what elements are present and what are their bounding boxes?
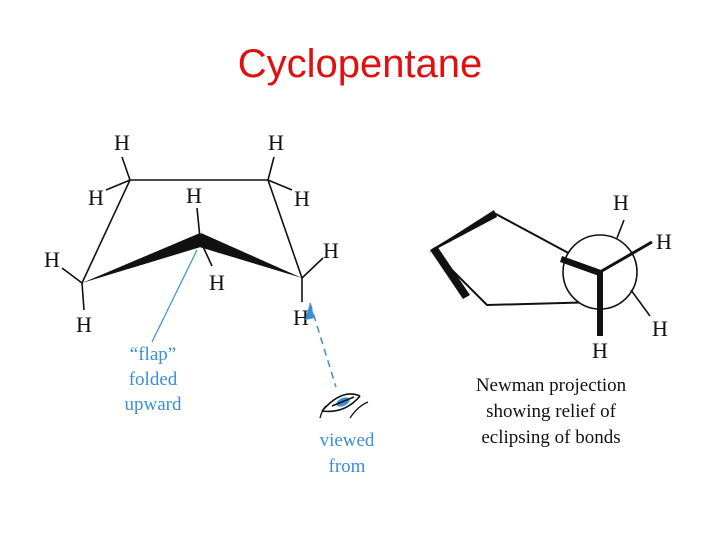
hydrogen-label: H (76, 312, 92, 337)
page-title: Cyclopentane (237, 42, 483, 86)
ch-bond (301, 257, 324, 279)
hydrogen-label: H (88, 185, 104, 210)
hydrogen-label: H (268, 130, 284, 155)
newman-projection: H H H H (429, 190, 672, 363)
viewer-label-line: from (329, 456, 366, 477)
newman-label-line: Newman projection (476, 375, 627, 396)
ch-bond (196, 207, 201, 239)
hydrogen-label: H (293, 305, 309, 330)
ch-bond (105, 179, 131, 191)
hydrogen-label: H (656, 229, 672, 254)
ch-bond (199, 239, 213, 267)
hydrogen-label: H (592, 338, 608, 363)
hydrogen-label: H (613, 190, 629, 215)
envelope-structure: H H H H H H H H H H (44, 130, 339, 337)
wedge-right (196, 233, 302, 278)
newman-label-line: eclipsing of bonds (481, 427, 620, 448)
newman-ring-wedge-top (429, 210, 497, 253)
newman-back-bond (616, 219, 625, 239)
ch-bond (81, 282, 85, 311)
hydrogen-label: H (323, 238, 339, 263)
hydrogen-label: H (44, 247, 60, 272)
ch-bond (267, 179, 293, 191)
hydrogen-label: H (209, 270, 225, 295)
hydrogen-label: H (652, 316, 668, 341)
ch-bond (121, 156, 131, 181)
bond-right (267, 179, 303, 279)
ch-bond (267, 156, 275, 181)
view-direction-arrowhead (305, 303, 315, 320)
hydrogen-label: H (114, 130, 130, 155)
flap-label-line: folded (129, 369, 178, 390)
bond-left (81, 179, 131, 284)
viewer-label-line: viewed (320, 430, 375, 451)
eye-icon (319, 393, 369, 419)
wedge-left (82, 233, 204, 283)
newman-front-bond (560, 256, 601, 276)
flap-label-line: “flap” (130, 344, 176, 365)
hydrogen-label: H (294, 186, 310, 211)
newman-ring-wedge-left (430, 246, 470, 299)
flap-label-line: upward (125, 394, 182, 415)
hydrogen-label: H (186, 183, 202, 208)
newman-back-bond (630, 289, 651, 317)
newman-front-bond (599, 240, 653, 274)
flap-pointer (151, 249, 198, 343)
newman-label-line: showing relief of (486, 401, 616, 422)
ch-bond (61, 267, 83, 284)
